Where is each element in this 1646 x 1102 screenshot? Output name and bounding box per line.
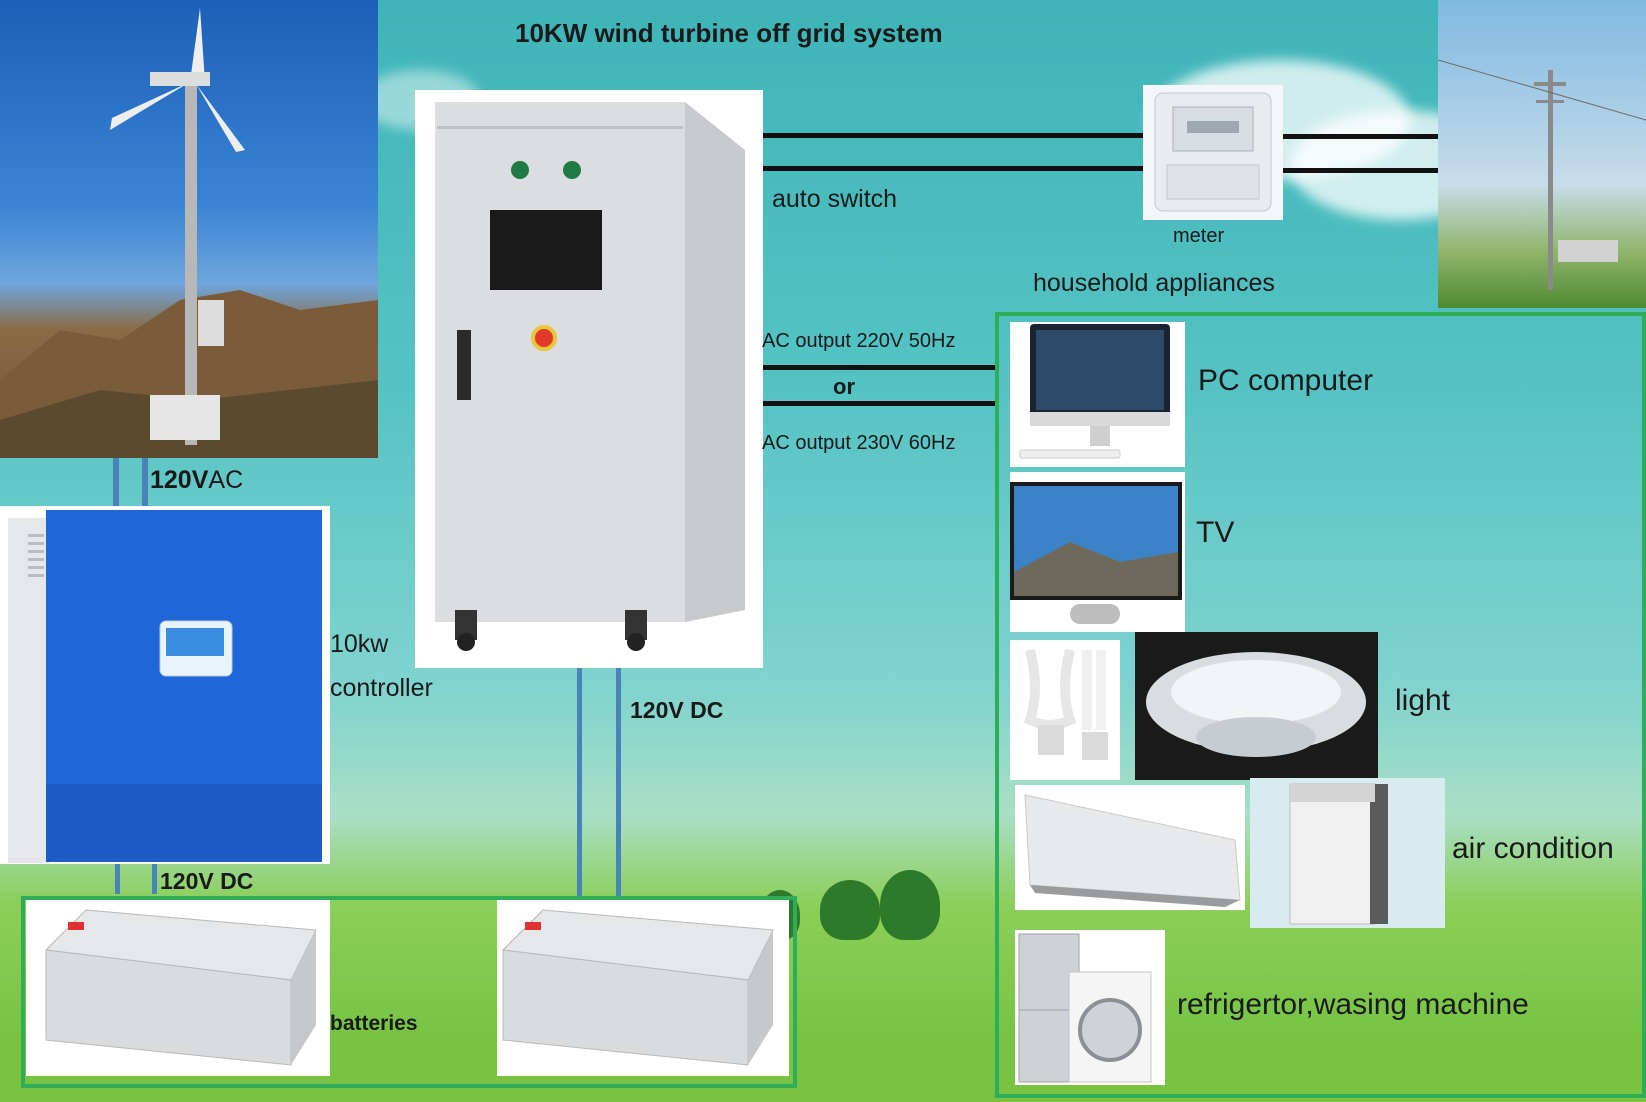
dc-wire	[616, 668, 621, 898]
bulbs-photo	[1010, 640, 1120, 780]
power-grid-photo	[1438, 0, 1646, 308]
ac-output-wire	[763, 365, 995, 370]
grid-wire	[1283, 134, 1438, 139]
appliances-panel	[995, 312, 1646, 1098]
floor-ac-icon	[1289, 783, 1388, 925]
meter-icon	[1154, 92, 1272, 212]
ac-output-220v-label: AC output 220V 50Hz	[762, 330, 956, 352]
wind-voltage-label: 120VAC	[150, 466, 244, 494]
ac-output-230v-label: AC output 230V 60Hz	[762, 432, 956, 454]
tree	[820, 880, 880, 940]
appliance-label-pc: PC computer	[1198, 364, 1374, 397]
diagram-title: 10KW wind turbine off grid system	[515, 18, 943, 48]
chandelier-photo	[1135, 632, 1378, 780]
dc-wire	[115, 864, 120, 894]
battery-icon	[501, 909, 774, 1066]
air-conditioner-photo	[1015, 785, 1245, 910]
controller-icon	[8, 510, 322, 863]
meter-label: meter	[1173, 225, 1225, 247]
air-conditioner-icon	[1024, 794, 1241, 907]
controller-photo	[0, 506, 330, 864]
tree	[880, 870, 940, 940]
dc-wire	[577, 668, 582, 898]
dc-wire	[152, 864, 157, 894]
pc-computer-photo	[1010, 322, 1185, 467]
battery-photo	[26, 900, 330, 1076]
wind-turbine-icon	[0, 8, 378, 458]
appliance-label-air-condition: air condition	[1452, 832, 1614, 865]
ac-wire	[763, 166, 1148, 171]
appliance-label-light: light	[1395, 684, 1451, 717]
appliance-label-tv: TV	[1196, 516, 1235, 549]
ac-wire	[142, 458, 148, 506]
ac-wire	[113, 458, 119, 506]
or-label: or	[833, 374, 855, 399]
controller-label-line2: controller	[330, 674, 433, 702]
appliance-label-fridge-washer: refrigertor,wasing machine	[1177, 988, 1529, 1021]
wind-turbine-photo	[0, 0, 378, 458]
fridge-washer-photo	[1015, 930, 1165, 1085]
auto-switch-label: auto switch	[772, 185, 898, 213]
inverter-cabinet-icon	[435, 102, 745, 651]
meter-photo	[1143, 85, 1283, 220]
controller-label-line1: 10kw	[330, 630, 389, 658]
battery-photo	[497, 900, 789, 1076]
floor-ac-photo	[1250, 778, 1445, 928]
batteries-label: batteries	[330, 1012, 418, 1035]
inverter-cabinet-photo	[415, 90, 763, 668]
tv-icon	[1010, 482, 1182, 624]
grid-wire	[1283, 168, 1438, 173]
utility-pole-icon	[1438, 59, 1646, 290]
chandelier-icon	[1146, 652, 1366, 757]
pc-computer-icon	[1019, 324, 1170, 459]
fridge-washer-icon	[1018, 933, 1152, 1083]
inverter-dc-label: 120V DC	[630, 697, 724, 723]
light-bulb-icon	[1023, 648, 1108, 760]
battery-icon	[44, 909, 317, 1066]
controller-dc-label: 120V DC	[160, 868, 254, 894]
ac-output-wire	[763, 401, 995, 406]
ac-wire	[763, 133, 1148, 138]
batteries-panel	[21, 896, 797, 1088]
tv-photo	[1010, 472, 1185, 632]
household-appliances-label: household appliances	[1033, 269, 1275, 297]
